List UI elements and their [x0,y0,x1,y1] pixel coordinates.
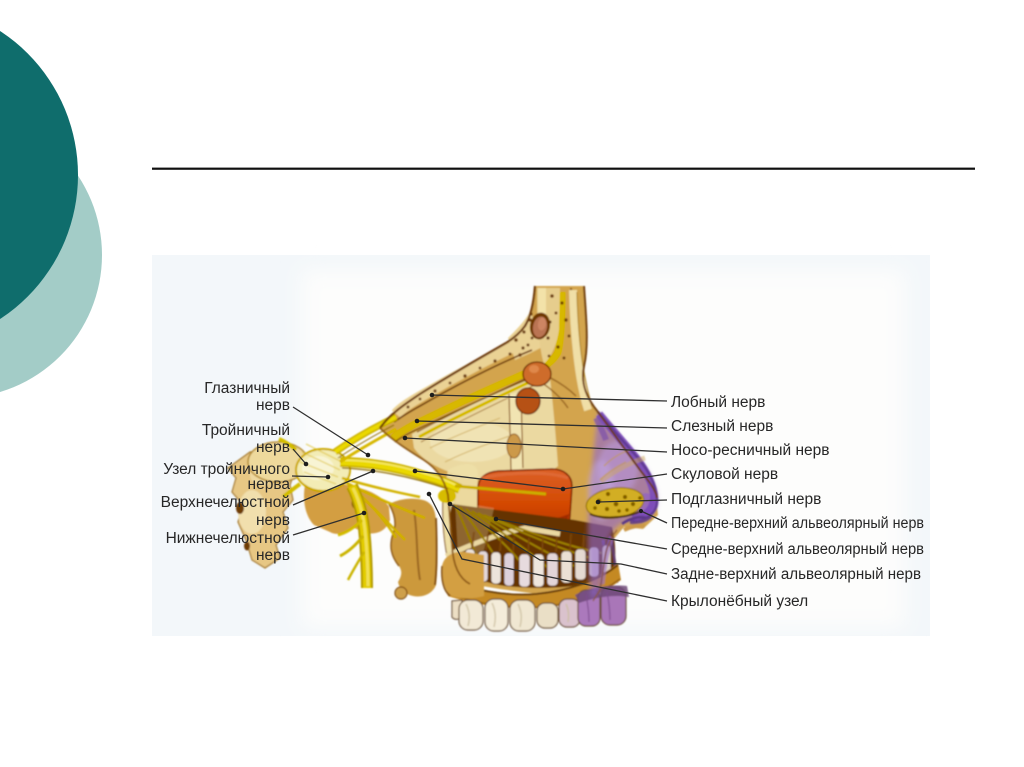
svg-text:Передне-верхний альвеолярный н: Передне-верхний альвеолярный нерв [671,515,924,532]
svg-text:Глазничный: Глазничный [204,380,290,397]
svg-text:Носо-ресничный нерв: Носо-ресничный нерв [671,442,830,459]
svg-text:Крылонёбный узел: Крылонёбный узел [671,593,808,610]
svg-text:Скуловой нерв: Скуловой нерв [671,466,778,483]
svg-text:нерв: нерв [256,397,290,414]
svg-text:нерв: нерв [256,512,290,529]
svg-text:Подглазничный нерв: Подглазничный нерв [671,491,821,508]
svg-text:Слезный нерв: Слезный нерв [671,418,773,435]
svg-text:нерва: нерва [248,476,291,493]
svg-text:Средне-верхний альвеолярный не: Средне-верхний альвеолярный нерв [671,541,924,558]
svg-text:Лобный нерв: Лобный нерв [671,394,765,411]
svg-text:нерв: нерв [256,439,290,456]
svg-text:Верхнечелюстной: Верхнечелюстной [161,494,290,511]
svg-text:нерв: нерв [256,547,290,564]
svg-text:Тройничный: Тройничный [202,422,290,439]
svg-text:Нижнечелюстной: Нижнечелюстной [166,530,290,547]
svg-text:Узел тройничного: Узел тройничного [163,461,290,478]
svg-text:Задне-верхний альвеолярный нер: Задне-верхний альвеолярный нерв [671,566,921,583]
